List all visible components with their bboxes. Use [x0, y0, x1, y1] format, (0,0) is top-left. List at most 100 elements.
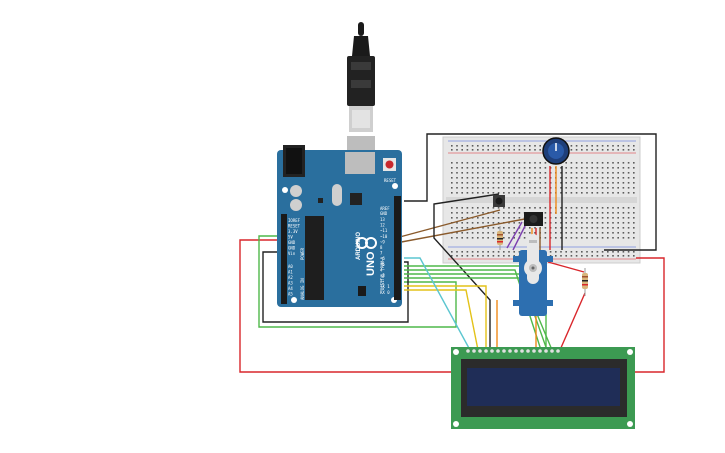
power-pin-label: GND	[288, 246, 296, 251]
breadboard-hole	[575, 212, 578, 214]
digital-pin-label: ~10	[380, 234, 388, 239]
potentiometer[interactable]	[542, 137, 570, 165]
breadboard-hole	[508, 177, 510, 179]
breadboard-hole	[575, 187, 578, 189]
breadboard-hole	[581, 232, 583, 234]
breadboard-hole	[544, 227, 547, 229]
breadboard-hole	[560, 177, 562, 179]
breadboard-hole	[591, 145, 593, 147]
digital-pin-label: TX 1	[380, 284, 390, 289]
breadboard-hole	[534, 207, 536, 209]
breadboard-hole	[586, 232, 588, 234]
breadboard-hole	[534, 192, 536, 194]
breadboard-hole	[555, 227, 557, 229]
breadboard-hole	[633, 145, 635, 147]
breadboard-hole	[461, 145, 463, 147]
breadboard-hole	[633, 192, 635, 194]
breadboard-hole	[617, 177, 619, 179]
breadboard-hole	[575, 207, 578, 209]
breadboard-hole	[627, 187, 630, 189]
breadboard-hole	[581, 145, 583, 147]
breadboard-hole	[503, 255, 505, 257]
resistor-2[interactable]	[582, 268, 588, 296]
breadboard-hole	[466, 251, 469, 253]
breadboard-hole	[591, 255, 593, 257]
pushbutton[interactable]	[493, 195, 505, 207]
breadboard-hole	[622, 237, 625, 239]
breadboard-hole	[482, 167, 484, 169]
breadboard-hole	[601, 145, 604, 147]
ir-receiver[interactable]	[524, 212, 543, 226]
breadboard-hole	[518, 222, 521, 224]
arduino-uno[interactable]: ARDUINO UNO RESET AREF GND DIGITAL (PWM~…	[277, 145, 402, 307]
breadboard-hole	[456, 145, 458, 147]
wires	[239, 133, 665, 373]
breadboard-hole	[622, 167, 625, 169]
breadboard-hole	[523, 187, 526, 189]
breadboard-hole	[513, 172, 515, 174]
breadboard-hole	[508, 207, 510, 209]
breadboard-hole	[601, 187, 604, 189]
lcd-pin	[472, 349, 476, 353]
breadboard-hole	[482, 177, 484, 179]
breadboard-hole	[622, 255, 625, 257]
breadboard-hole	[622, 232, 625, 234]
breadboard-hole	[586, 162, 588, 164]
breadboard-hole	[596, 217, 599, 219]
wire-black-button	[433, 193, 500, 350]
breadboard-hole	[497, 172, 500, 174]
breadboard-hole	[586, 212, 588, 214]
breadboard-hole	[482, 222, 484, 224]
breadboard-hole	[617, 187, 619, 189]
breadboard-hole	[466, 217, 469, 219]
breadboard-hole	[633, 251, 635, 253]
breadboard-hole	[539, 192, 541, 194]
breadboard-hole	[471, 177, 474, 179]
breadboard-hole	[596, 255, 599, 257]
breadboard-hole	[555, 255, 557, 257]
breadboard-hole	[461, 167, 463, 169]
breadboard-hole	[601, 149, 604, 151]
digital-pin-label: RX 0	[380, 290, 390, 295]
breadboard-hole	[466, 232, 469, 234]
resistor-1[interactable]	[497, 226, 503, 250]
digital-pin-label: 8	[380, 245, 383, 250]
breadboard-hole	[492, 222, 495, 224]
breadboard-hole	[607, 255, 609, 257]
breadboard-hole	[591, 182, 593, 184]
breadboard-hole	[622, 207, 625, 209]
breadboard-hole	[601, 207, 604, 209]
breadboard-hole	[534, 232, 536, 234]
lcd-pin	[502, 349, 506, 353]
breadboard-hole	[627, 145, 630, 147]
breadboard-hole	[461, 212, 463, 214]
breadboard-hole	[503, 167, 505, 169]
header-power	[281, 214, 287, 304]
breadboard-hole	[612, 149, 614, 151]
lcd-16x2[interactable]	[451, 347, 635, 429]
breadboard-hole	[503, 212, 505, 214]
breadboard[interactable]	[442, 136, 641, 264]
arduino-logo-icon	[356, 237, 377, 249]
breadboard-hole	[456, 212, 458, 214]
breadboard-hole	[523, 177, 526, 179]
breadboard-hole	[607, 217, 609, 219]
servo-motor[interactable]	[513, 234, 553, 316]
breadboard-hole	[591, 162, 593, 164]
breadboard-hole	[607, 232, 609, 234]
breadboard-hole	[471, 255, 474, 257]
breadboard-hole	[607, 207, 609, 209]
breadboard-hole	[601, 222, 604, 224]
breadboard-hole	[477, 167, 479, 169]
breadboard-hole	[487, 192, 489, 194]
breadboard-hole	[534, 177, 536, 179]
breadboard-hole	[549, 251, 552, 253]
breadboard-hole	[601, 167, 604, 169]
breadboard-hole	[565, 251, 567, 253]
breadboard-hole	[503, 207, 505, 209]
lcd-pin	[544, 349, 548, 353]
breadboard-hole	[633, 182, 635, 184]
breadboard-hole	[586, 192, 588, 194]
lcd-pin	[496, 349, 500, 353]
